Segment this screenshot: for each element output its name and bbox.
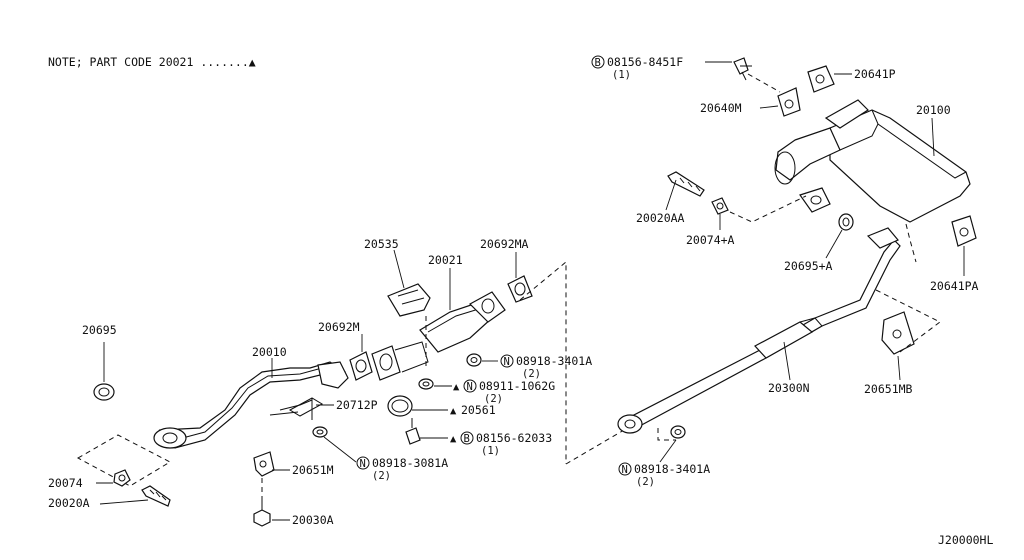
label-20561: 20561 xyxy=(461,403,496,417)
label-20020A: 20020A xyxy=(48,496,90,510)
leader-line xyxy=(783,341,791,381)
part-20020AA-stud[interactable] xyxy=(667,171,705,197)
part-20074A-clamp[interactable] xyxy=(711,197,729,215)
part-20695-gasket[interactable] xyxy=(93,383,115,401)
part-20692M-gasket[interactable] xyxy=(349,351,373,381)
leader-line xyxy=(393,249,405,289)
dashed-guide xyxy=(657,428,676,441)
part-08156-62033-bolt[interactable] xyxy=(405,418,421,445)
part-20651M-mount[interactable] xyxy=(253,451,275,477)
leader-line xyxy=(99,499,149,505)
svg-text:N: N xyxy=(504,356,510,368)
label-20692MA: 20692MA xyxy=(480,237,529,251)
label-08156-62033: 08156-62033 xyxy=(476,431,552,445)
svg-text:N: N xyxy=(360,458,366,470)
part-20712P-bracket[interactable] xyxy=(288,397,324,420)
part-inlet-flange[interactable] xyxy=(371,341,429,381)
label-20074A: 20074+A xyxy=(686,233,735,247)
label-08918-3401A: 08918-3401A xyxy=(516,354,592,368)
leader-line xyxy=(665,179,677,211)
label-20695A: 20695+A xyxy=(784,259,833,273)
label-20535: 20535 xyxy=(364,237,399,251)
part-20030A-bolt[interactable] xyxy=(253,500,271,527)
leader-line xyxy=(931,117,935,157)
triangle-mark: ▲ xyxy=(450,433,457,445)
part-20651MB-mount[interactable] xyxy=(881,311,915,355)
qty-08156-62033: (1) xyxy=(481,445,500,457)
triangle-mark: ▲ xyxy=(453,381,460,393)
diagram-code: J20000HL xyxy=(938,533,993,547)
b-symbol: B xyxy=(591,55,605,69)
label-08918-3401A-lower: 08918-3401A xyxy=(634,462,710,476)
label-08911-1062G: 08911-1062G xyxy=(479,379,555,393)
label-20640M: 20640M xyxy=(700,101,742,115)
part-20535-heat-shield[interactable] xyxy=(387,283,431,317)
label-08918-3081A: 08918-3081A xyxy=(372,456,448,470)
part-08918-3401A-nut[interactable] xyxy=(466,353,482,367)
leader-line xyxy=(897,355,901,381)
svg-text:N: N xyxy=(467,381,473,393)
qty-08918-3401A: (2) xyxy=(522,368,541,380)
label-20020AA: 20020AA xyxy=(636,211,685,225)
svg-text:B: B xyxy=(595,57,601,69)
triangle-mark: ▲ xyxy=(450,405,457,417)
qty-08918-3401A-lower: (2) xyxy=(636,476,655,488)
part-08918-3401A-nut-lower[interactable] xyxy=(670,425,686,439)
part-20300N-center-pipe[interactable] xyxy=(617,227,901,434)
b-symbol: B xyxy=(460,431,474,445)
svg-text:B: B xyxy=(464,433,470,445)
part-20020A-stud[interactable] xyxy=(141,485,171,507)
label-20300N: 20300N xyxy=(768,381,810,395)
label-20695: 20695 xyxy=(82,323,117,337)
dashed-guide xyxy=(905,223,917,263)
label-20651MB: 20651MB xyxy=(864,382,913,396)
part-20692MA-gasket[interactable] xyxy=(507,275,533,303)
part-20021-catalytic-converter[interactable] xyxy=(419,291,506,353)
part-20074-clamp[interactable] xyxy=(113,469,131,487)
dashed-guide xyxy=(729,195,807,223)
part-20641PA-hanger[interactable] xyxy=(951,215,977,247)
part-20561-clamp[interactable] xyxy=(387,395,413,417)
n-symbol: N xyxy=(356,456,370,470)
label-08156-8451F: 08156-8451F xyxy=(607,55,683,69)
label-20100: 20100 xyxy=(916,103,951,117)
label-20692M: 20692M xyxy=(318,320,360,334)
part-20641P-hanger[interactable] xyxy=(807,65,835,93)
qty-08156-8451F: (1) xyxy=(612,69,631,81)
qty-08911-1062G: (2) xyxy=(484,393,503,405)
label-20074: 20074 xyxy=(48,476,83,490)
part-20010-front-pipe[interactable] xyxy=(153,361,349,449)
dashed-guide xyxy=(76,434,172,487)
part-20695A-gasket[interactable] xyxy=(838,213,854,231)
label-20030A: 20030A xyxy=(292,513,334,527)
label-20641P: 20641P xyxy=(854,67,896,81)
dashed-guide xyxy=(565,429,625,465)
label-20712P: 20712P xyxy=(336,398,378,412)
part-08156-8451F-bolt[interactable] xyxy=(733,57,752,81)
svg-text:N: N xyxy=(622,464,628,476)
part-08918-3081A-nut[interactable] xyxy=(312,426,328,438)
qty-08918-3081A: (2) xyxy=(372,470,391,482)
label-20021: 20021 xyxy=(428,253,463,267)
leader-line xyxy=(323,436,357,463)
n-symbol: N xyxy=(618,462,632,476)
label-20641PA: 20641PA xyxy=(930,279,979,293)
part-code-note: NOTE; PART CODE 20021 .......▲ xyxy=(48,55,256,69)
dashed-guide xyxy=(747,73,781,93)
label-20651M: 20651M xyxy=(292,463,334,477)
n-symbol: N xyxy=(500,354,514,368)
dashed-guide xyxy=(519,260,567,464)
part-08911-1062G-nut[interactable] xyxy=(418,378,434,390)
n-symbol: N xyxy=(463,379,477,393)
label-20010: 20010 xyxy=(252,345,287,359)
part-20640M-hanger[interactable] xyxy=(777,87,801,117)
part-20100-muffler[interactable] xyxy=(774,99,971,223)
leader-line xyxy=(659,439,677,463)
leader-line xyxy=(759,105,779,109)
leader-line xyxy=(825,229,843,259)
